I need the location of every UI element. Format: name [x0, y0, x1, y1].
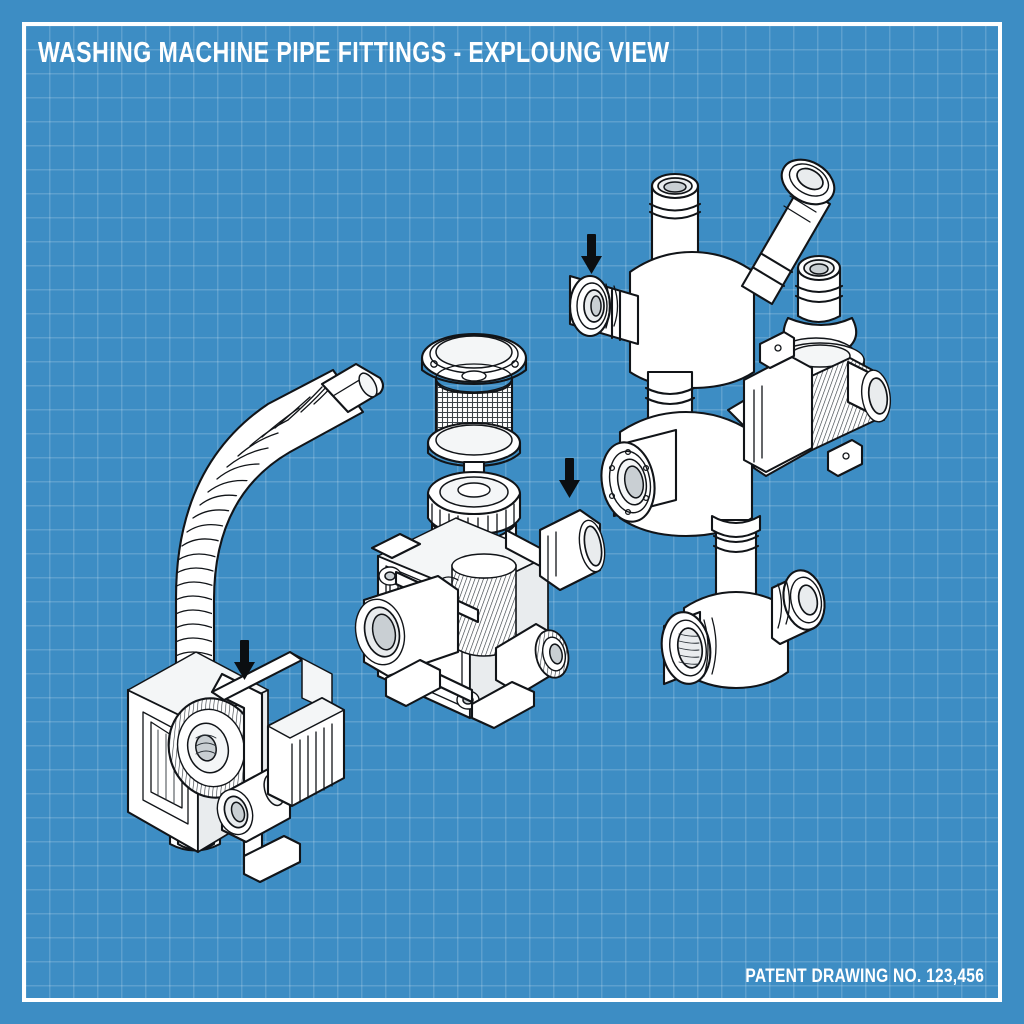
- gear-hub-lines: [195, 734, 217, 755]
- internal-gear-stack: [439, 553, 517, 657]
- center-assembly-filter-valve: [354, 332, 606, 730]
- left-assembly-flexible-hose: [126, 362, 385, 884]
- right-assembly-pipe-manifold: [568, 158, 892, 690]
- filter-cap-screw-left: [430, 360, 438, 368]
- page-title: WASHING MACHINE PIPE FITTINGS - EXPLOUNG…: [38, 37, 670, 69]
- assembly-direction-arrow-right: [581, 234, 602, 274]
- filter-cap-ring: [420, 332, 528, 386]
- valve-ear-bottom: [826, 438, 864, 478]
- filter-lower-rim: [426, 421, 522, 468]
- assembly-direction-arrows: [234, 234, 602, 680]
- riser-socket-bead: [648, 202, 702, 212]
- large-inlet-socket: [354, 574, 460, 678]
- filter-cap-nub: [461, 370, 487, 382]
- knurled-outlet-port: [494, 622, 570, 696]
- valve-top-lug-left: [370, 532, 422, 560]
- push-fit-socket-collar-left: [568, 274, 619, 338]
- patent-drawing-number: PATENT DRAWING NO. 123,456: [745, 966, 984, 987]
- hose-end-opening: [358, 372, 378, 398]
- threaded-socket-left: [660, 610, 717, 686]
- bolted-flange-port: [600, 428, 678, 523]
- filter-cap-screw-right: [511, 360, 519, 368]
- assembly-direction-arrow-left: [234, 640, 255, 680]
- riser-coupling-bead: [710, 514, 762, 539]
- threaded-socket-right: [770, 569, 826, 646]
- valve-base-foot-right: [470, 680, 536, 730]
- bracket-mounted-valve-body: [126, 650, 346, 884]
- bottom-tee-hub: [682, 590, 790, 690]
- valve-body-housing: [354, 508, 606, 730]
- valve-body-barrel: [742, 330, 864, 478]
- valve-base-foot-left: [384, 658, 442, 708]
- socket-internal-threads: [678, 633, 700, 665]
- splined-drive-collar: [426, 470, 522, 539]
- valve-ear-top: [758, 330, 796, 370]
- threaded-rear-barrel: [266, 696, 346, 808]
- upper-cross-fitting: [628, 250, 756, 390]
- cross-right-branch: [740, 158, 836, 306]
- flange-bolt-holes: [608, 448, 650, 516]
- bracket-foot: [242, 834, 302, 884]
- socket-end-cap-right: [780, 158, 836, 223]
- cross-left-branch: [568, 274, 640, 346]
- side-flange-port: [538, 508, 606, 592]
- knurled-gear-wheel: [167, 697, 259, 799]
- geared-valve-actuator: [742, 254, 892, 478]
- valve-riser-socket: [794, 254, 844, 324]
- assembly-direction-arrow-center: [559, 458, 580, 498]
